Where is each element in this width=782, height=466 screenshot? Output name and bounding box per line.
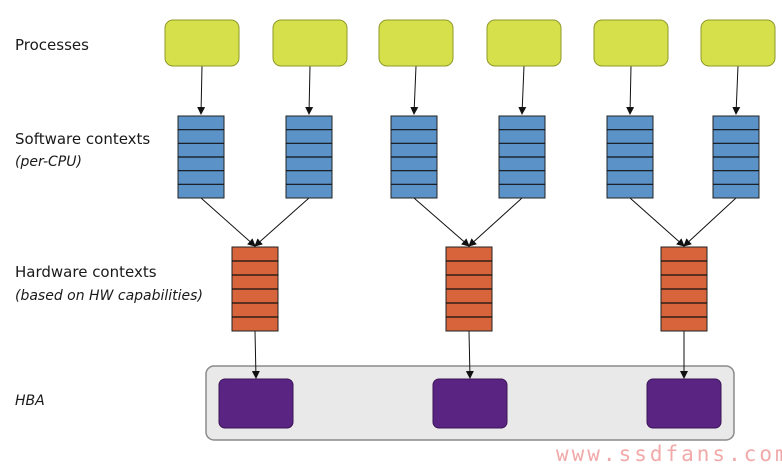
- software-context-row: [177, 115, 760, 199]
- hba-device: [218, 378, 294, 429]
- software-to-hardware-arrow: [200, 197, 256, 247]
- process-to-software-arrow: [626, 65, 635, 115]
- process-box: [378, 19, 454, 67]
- hba-device: [432, 378, 508, 429]
- process-to-software-arrow: [732, 65, 741, 115]
- process-row: [164, 19, 776, 67]
- hardware-to-hba-arrow: [465, 330, 474, 379]
- software-to-hardware-arrow: [413, 197, 470, 247]
- software-to-hardware-arrow: [468, 197, 523, 247]
- hba-device: [646, 378, 722, 429]
- hardware-contexts-label: Hardware contexts: [15, 263, 157, 281]
- software-context-queue: [390, 115, 438, 199]
- process-box: [700, 19, 776, 67]
- process-to-software-arrow: [197, 65, 206, 115]
- software-to-hardware-arrow: [254, 197, 310, 247]
- process-box: [593, 19, 669, 67]
- process-box: [486, 19, 562, 67]
- software-context-queue: [285, 115, 333, 199]
- process-to-software-arrow: [305, 65, 314, 115]
- hardware-context-queue: [231, 246, 279, 332]
- hardware-to-hba-arrow: [251, 330, 260, 379]
- hardware-context-queue: [445, 246, 493, 332]
- connector-arrows: [197, 65, 741, 379]
- process-to-software-arrow: [518, 65, 527, 115]
- software-context-queue: [498, 115, 546, 199]
- software-context-queue: [177, 115, 225, 199]
- software-contexts-label: Software contexts: [15, 130, 150, 148]
- software-to-hardware-arrow: [683, 197, 737, 247]
- hba-device-row: [218, 378, 722, 429]
- software-to-hardware-arrow: [629, 197, 685, 247]
- processes-label: Processes: [15, 36, 89, 54]
- software-context-queue: [712, 115, 760, 199]
- software-contexts-sublabel: (per-CPU): [15, 154, 82, 170]
- process-to-software-arrow: [410, 65, 419, 115]
- process-box: [272, 19, 348, 67]
- hba-label: HBA: [15, 393, 45, 409]
- process-box: [164, 19, 240, 67]
- hardware-contexts-sublabel: (based on HW capabilities): [15, 288, 203, 304]
- hardware-context-queue: [660, 246, 708, 332]
- software-context-queue: [606, 115, 654, 199]
- hardware-context-row: [231, 246, 708, 332]
- watermark-text: www.ssdfans.com: [556, 442, 782, 466]
